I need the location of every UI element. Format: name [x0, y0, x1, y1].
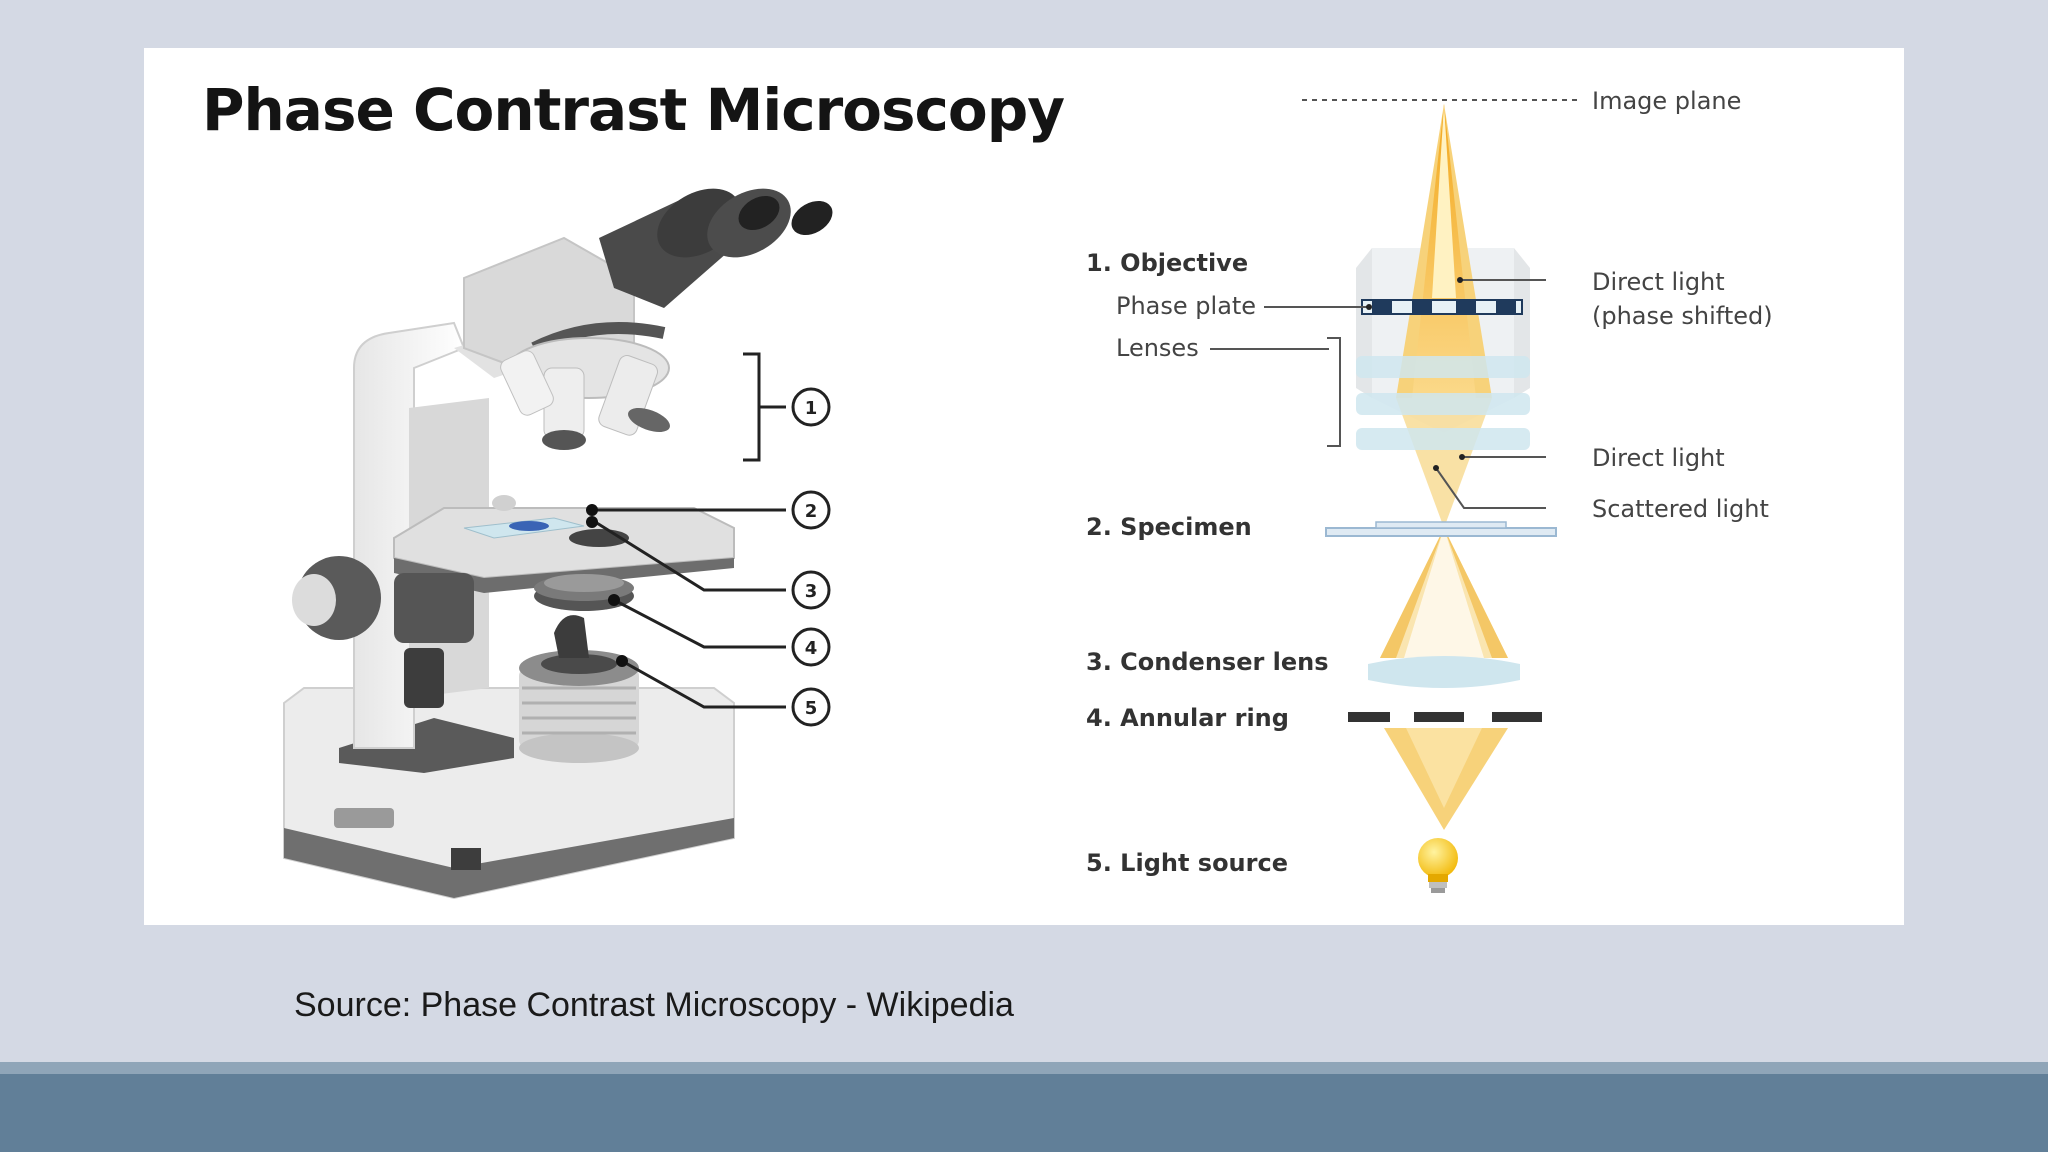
callout-3: 3 [805, 581, 818, 602]
source-caption: Source: Phase Contrast Microscopy - Wiki… [294, 986, 1014, 1024]
objective-turret [500, 337, 670, 450]
label-specimen: 2. Specimen [1086, 513, 1252, 541]
callout-lines [589, 352, 786, 709]
microscope-condenser [534, 574, 634, 611]
footer-stripe [0, 1062, 2048, 1074]
label-annular-ring: 4. Annular ring [1086, 704, 1289, 732]
label-phase-plate: Phase plate [1116, 292, 1256, 320]
phase-plate [1361, 299, 1523, 315]
page-title: Phase Contrast Microscopy [202, 76, 1065, 144]
callout-5: 5 [805, 698, 818, 719]
figure-panel: 1 2 3 4 5 [144, 48, 1904, 925]
specimen-slide [1325, 521, 1557, 537]
label-image-plane: Image plane [1592, 87, 1741, 115]
label-condenser-lens: 3. Condenser lens [1086, 648, 1329, 676]
footer-band [0, 1074, 2048, 1152]
diagram-leader-lines [1210, 279, 1546, 509]
label-objective: 1. Objective [1086, 249, 1248, 277]
microscope-base [283, 687, 735, 900]
label-scattered-light: Scattered light [1592, 495, 1769, 523]
focus-knobs [292, 556, 474, 708]
callout-1: 1 [805, 398, 818, 419]
microscope-illustration [283, 188, 833, 900]
optical-path-diagram [1210, 99, 1580, 893]
label-direct-light-phase-line1: Direct light [1592, 268, 1725, 296]
label-light-source: 5. Light source [1086, 849, 1288, 877]
label-lenses: Lenses [1116, 334, 1199, 362]
condenser-lens [1368, 656, 1520, 688]
callout-2: 2 [805, 501, 818, 522]
label-direct-light: Direct light [1592, 444, 1725, 472]
microscope-light-housing [519, 615, 639, 763]
figure-svg: 1 2 3 4 5 [283, 87, 1773, 900]
objective-lenses [1356, 356, 1530, 450]
label-direct-light-phase-line2: (phase shifted) [1592, 302, 1773, 330]
microscope-head [463, 188, 833, 380]
annular-ring [1348, 712, 1542, 722]
callout-markers [586, 504, 628, 667]
callout-circles [791, 387, 831, 727]
light-bulb-icon [1418, 838, 1458, 893]
callout-4: 4 [805, 638, 818, 659]
